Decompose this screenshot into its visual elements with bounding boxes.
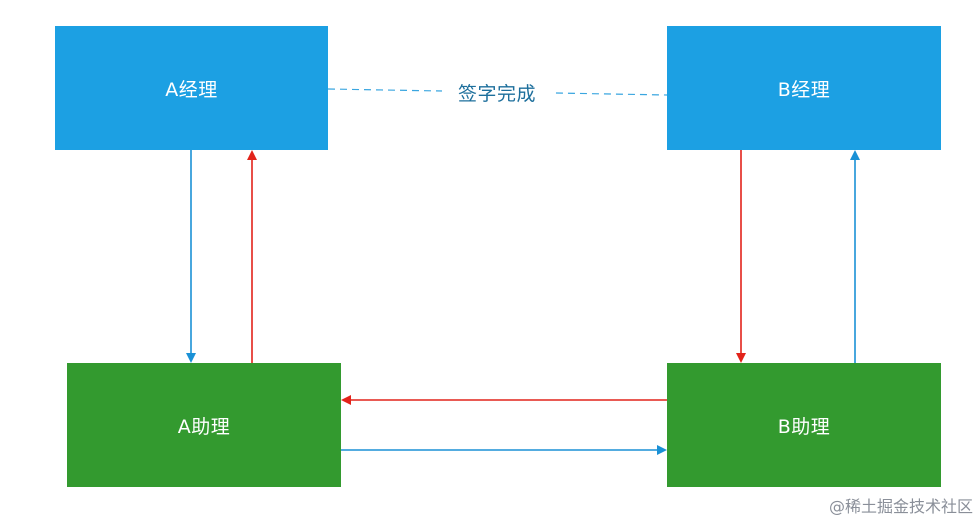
node-a-manager: A经理 (55, 26, 328, 150)
node-b-manager-label: B经理 (777, 78, 831, 101)
watermark: @稀土掘金技术社区 (828, 497, 973, 516)
node-b-manager: B经理 (667, 26, 941, 150)
node-a-assistant-label: A助理 (177, 415, 231, 438)
node-b-assistant: B助理 (667, 363, 941, 487)
edge-label-text: 签字完成 (457, 82, 536, 105)
edge-label-signed-complete: 签字完成 (442, 77, 552, 107)
node-a-assistant: A助理 (67, 363, 341, 487)
node-b-assistant-label: B助理 (777, 415, 831, 438)
node-a-manager-label: A经理 (165, 78, 218, 101)
